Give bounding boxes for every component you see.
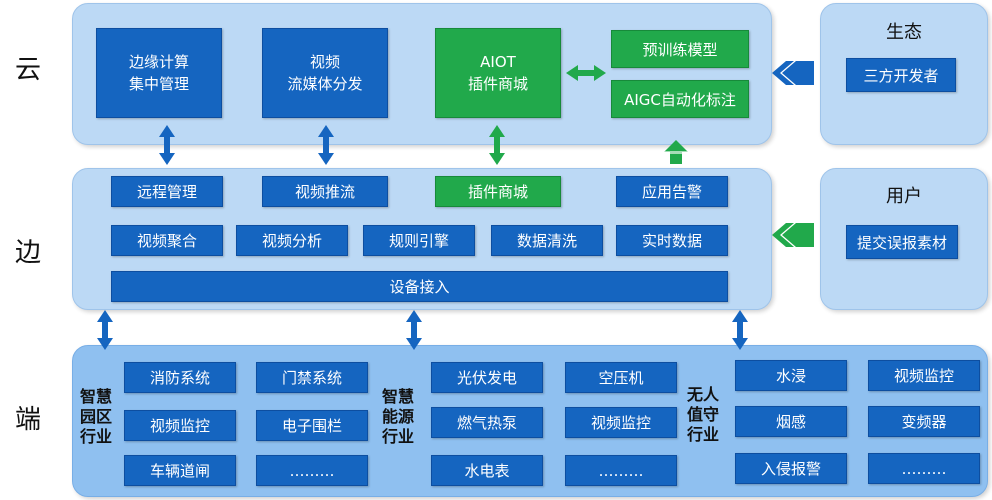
energy-item[interactable]: 光伏发电 <box>431 362 543 393</box>
unattended-industry-label: 无人 值守 行业 <box>687 385 720 444</box>
layer-label-device: 端 <box>14 405 41 435</box>
park-item-more[interactable]: ……… <box>256 455 368 486</box>
unattended-item-more[interactable]: ……… <box>868 453 980 484</box>
park-item[interactable]: 消防系统 <box>124 362 236 393</box>
unattended-item[interactable]: 入侵报警 <box>735 453 847 484</box>
ecosystem-title: 生态 <box>886 22 922 43</box>
edge-mgmt-box[interactable]: 边缘计算 集中管理 <box>96 28 222 118</box>
app-alarm-box[interactable]: 应用告警 <box>616 176 728 207</box>
park-item[interactable]: 视频监控 <box>124 410 236 441</box>
park-item[interactable]: 电子围栏 <box>256 410 368 441</box>
third-party-dev-box[interactable]: 三方开发者 <box>846 58 956 92</box>
unattended-item[interactable]: 变频器 <box>868 406 980 437</box>
energy-item-more[interactable]: ……… <box>565 455 677 486</box>
aigc-label-box[interactable]: AIGC自动化标注 <box>611 80 749 118</box>
rule-engine-box[interactable]: 规则引擎 <box>363 225 475 256</box>
video-aggregation-box[interactable]: 视频聚合 <box>111 225 223 256</box>
video-analysis-box[interactable]: 视频分析 <box>236 225 348 256</box>
energy-item[interactable]: 空压机 <box>565 362 677 393</box>
unattended-item[interactable]: 烟感 <box>735 406 847 437</box>
park-item[interactable]: 车辆道闸 <box>124 455 236 486</box>
energy-item[interactable]: 燃气热泵 <box>431 407 543 438</box>
energy-item[interactable]: 水电表 <box>431 455 543 486</box>
device-access-box[interactable]: 设备接入 <box>111 271 728 302</box>
unattended-item[interactable]: 视频监控 <box>868 360 980 391</box>
arrow-left-chevron-icon <box>772 61 814 85</box>
park-item[interactable]: 门禁系统 <box>256 362 368 393</box>
aiot-store-box[interactable]: AIOT 插件商城 <box>435 28 561 118</box>
arrow-left-chevron-green-icon <box>772 223 814 247</box>
edge-plugin-store-box[interactable]: 插件商城 <box>435 176 561 207</box>
pretrained-model-box[interactable]: 预训练模型 <box>611 30 749 68</box>
layer-label-cloud: 云 <box>14 55 41 85</box>
layer-label-edge: 边 <box>14 238 41 268</box>
energy-industry-label: 智慧 能源 行业 <box>382 387 415 446</box>
realtime-data-box[interactable]: 实时数据 <box>616 225 728 256</box>
remote-mgmt-box[interactable]: 远程管理 <box>111 176 223 207</box>
user-title: 用户 <box>886 186 922 207</box>
energy-item[interactable]: 视频监控 <box>565 407 677 438</box>
video-push-box[interactable]: 视频推流 <box>262 176 388 207</box>
unattended-item[interactable]: 水浸 <box>735 360 847 391</box>
video-stream-box[interactable]: 视频 流媒体分发 <box>262 28 388 118</box>
park-industry-label: 智慧 园区 行业 <box>80 387 113 446</box>
submit-false-alarm-box[interactable]: 提交误报素材 <box>846 225 958 259</box>
data-cleaning-box[interactable]: 数据清洗 <box>491 225 603 256</box>
